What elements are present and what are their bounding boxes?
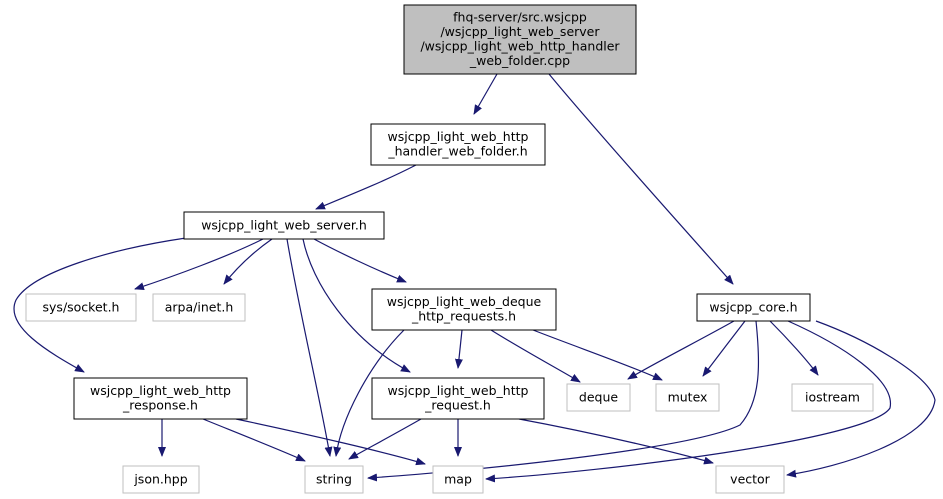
node-box — [371, 288, 557, 331]
node-root: fhq-server/src.wsjcpp/wsjcpp_light_web_s… — [403, 4, 637, 75]
node-label: wsjcpp_light_web_http — [388, 129, 529, 144]
node-sys-socket: sys/socket.h — [25, 293, 137, 322]
node-label: arpa/inet.h — [165, 299, 234, 314]
node-box — [122, 465, 200, 494]
node-label: map — [444, 471, 472, 486]
edge-server_h-to-response_h — [13, 237, 187, 373]
edge-core_h-to-deque — [627, 320, 735, 380]
edge-root-to-core_h — [548, 73, 734, 285]
node-layer: fhq-server/src.wsjcpp/wsjcpp_light_web_s… — [25, 4, 874, 494]
edge-root-to-handler_h — [473, 73, 498, 115]
edge-server_h-to-request_h — [302, 238, 411, 373]
node-label: _handler_web_folder.h — [387, 144, 527, 159]
node-vector: vector — [715, 465, 785, 494]
edge-response_h-to-string — [202, 418, 306, 462]
node-label: mutex — [668, 389, 708, 404]
node-mutex: mutex — [655, 383, 720, 412]
edge-deque_requests_h-to-request_h — [454, 329, 463, 369]
node-label: _request.h — [424, 398, 491, 413]
node-label: fhq-server/src.wsjcpp — [453, 10, 587, 25]
edge-deque_requests_h-to-string — [333, 329, 405, 457]
node-label: wsjcpp_core.h — [709, 299, 797, 314]
edge-request_h-to-vector — [518, 418, 714, 465]
edge-response_h-to-map — [235, 418, 426, 466]
node-box — [655, 383, 720, 412]
node-box — [432, 465, 484, 494]
edge-server_h-to-arpa_inet — [223, 238, 273, 285]
node-box — [73, 377, 248, 420]
node-box — [370, 123, 546, 166]
node-server-h[interactable]: wsjcpp_light_web_server.h — [183, 211, 385, 240]
node-label: iostream — [805, 389, 860, 404]
edge-server_h-to-sys_socket — [134, 238, 264, 291]
edge-deque_requests_h-to-mutex — [532, 329, 663, 381]
node-label: deque — [579, 389, 618, 404]
edge-core_h-to-vector — [786, 320, 936, 478]
node-label: json.hpp — [133, 471, 187, 486]
node-deque-requests-h[interactable]: wsjcpp_light_web_deque_http_requests.h — [371, 288, 557, 331]
node-string: string — [304, 465, 364, 494]
node-box — [403, 4, 637, 75]
edge-server_h-to-string — [286, 238, 333, 457]
node-box — [152, 293, 246, 322]
node-label: wsjcpp_light_web_http — [90, 383, 231, 398]
node-box — [25, 293, 137, 322]
edge-request_h-to-string — [348, 418, 422, 460]
node-request-h[interactable]: wsjcpp_light_web_http_request.h — [371, 377, 545, 420]
node-core-h[interactable]: wsjcpp_core.h — [696, 293, 811, 322]
edge-handler_h-to-server_h — [315, 164, 417, 210]
edge-deque_requests_h-to-deque — [490, 329, 581, 383]
node-response-h[interactable]: wsjcpp_light_web_http_response.h — [73, 377, 248, 420]
node-box — [371, 377, 545, 420]
edge-core_h-to-iostream — [769, 320, 819, 376]
node-iostream: iostream — [791, 383, 874, 412]
node-map: map — [432, 465, 484, 494]
node-box — [183, 211, 385, 240]
node-label: /wsjcpp_light_web_http_handler — [420, 39, 620, 54]
node-label: _response.h — [122, 398, 198, 413]
node-box — [791, 383, 874, 412]
node-label: /wsjcpp_light_web_server — [440, 24, 600, 39]
edge-server_h-to-deque_requests_h — [313, 238, 407, 283]
node-box — [696, 293, 811, 322]
node-json-hpp: json.hpp — [122, 465, 200, 494]
node-box — [304, 465, 364, 494]
edge-core_h-to-map — [485, 320, 891, 483]
node-label: wsjcpp_light_web_deque — [387, 294, 542, 309]
node-label: wsjcpp_light_web_http — [388, 383, 529, 398]
node-box — [715, 465, 785, 494]
node-label: sys/socket.h — [43, 299, 120, 314]
node-label: string — [316, 471, 352, 486]
node-box — [566, 383, 631, 412]
edge-core_h-to-mutex — [702, 320, 746, 377]
node-arpa-inet: arpa/inet.h — [152, 293, 246, 322]
node-label: _web_folder.cpp — [469, 53, 570, 68]
node-label: wsjcpp_light_web_server.h — [201, 217, 367, 232]
node-label: vector — [730, 471, 771, 486]
node-label: _http_requests.h — [411, 309, 516, 324]
node-deque: deque — [566, 383, 631, 412]
node-handler-h[interactable]: wsjcpp_light_web_http_handler_web_folder… — [370, 123, 546, 166]
